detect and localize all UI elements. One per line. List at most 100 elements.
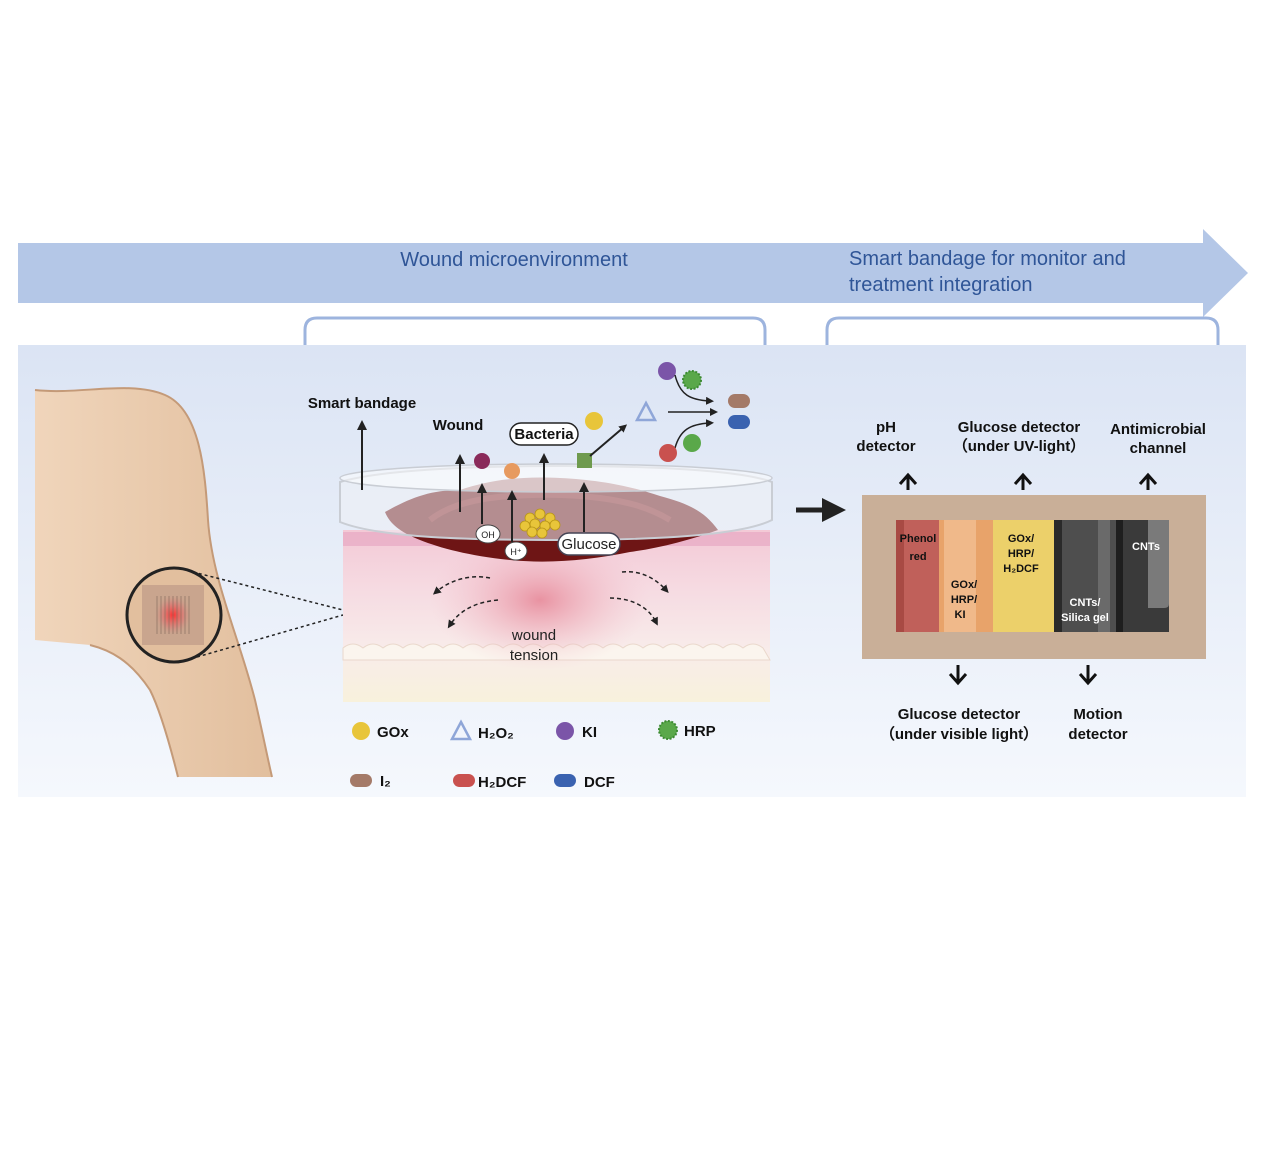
strip-gox-dcf-label-line2: HRP/ — [1008, 548, 1034, 560]
legend: GOx H₂O₂ KI HRP I₂ H₂DCF DCF — [350, 719, 716, 791]
header-banner: Wound microenvironment Smart bandage for… — [18, 229, 1248, 317]
strip-cnts-edge — [1116, 520, 1123, 632]
label-wound-tension-line2: tension — [510, 647, 558, 664]
arrow-to-h2o2 — [589, 424, 628, 457]
strip-cnts-label: CNTs — [1132, 541, 1160, 553]
arm-inner-outline — [89, 644, 179, 778]
h-molecule — [504, 463, 520, 479]
legend-dcf-icon — [554, 774, 576, 787]
gox-molecule-reaction — [585, 412, 603, 430]
arrow-down-motion — [1078, 665, 1098, 686]
hrp-reaction-molecule-top — [682, 370, 702, 390]
transition-arrow-head — [822, 498, 846, 522]
legend-h2dcf-label: H₂DCF — [478, 774, 526, 791]
ki-reaction-molecule — [658, 362, 676, 380]
arrow-down-glucose-visible — [948, 665, 968, 686]
strip-gox-ki-inner — [944, 520, 976, 632]
label-glucose: Glucose — [561, 536, 616, 553]
legend-gox-icon — [352, 722, 370, 740]
label-antimicrobial-line2: channel — [1130, 440, 1187, 457]
glucose-box — [557, 532, 621, 556]
legend-i2-label: I₂ — [380, 773, 391, 790]
legend-h2o2-label: H₂O₂ — [478, 725, 514, 742]
tension-arrow-4 — [609, 597, 658, 626]
label-motion-line2: detector — [1068, 726, 1127, 743]
legend-hrp-label: HRP — [684, 723, 716, 740]
reaction-arrow-bottom — [674, 419, 714, 449]
strip-gox-ki-label-line3: KI — [955, 609, 966, 621]
strip-cnts-shine — [1148, 520, 1169, 608]
strip-phenol-label-line1: Phenol — [900, 533, 937, 545]
strip-gox-dcf-label-line3: H₂DCF — [1003, 563, 1039, 575]
legend-dcf-label: DCF — [584, 774, 615, 791]
legend-gox-label: GOx — [377, 724, 409, 741]
label-glucose-visible-line2: （under visible light） — [880, 725, 1038, 743]
gox-cluster — [519, 508, 561, 539]
banner-left-title: Wound microenvironment — [400, 249, 628, 271]
tension-arrow-3 — [621, 570, 669, 593]
label-ph-line1: pH — [876, 419, 896, 436]
label-ph-line2: detector — [856, 438, 915, 455]
label-antimicrobial-line1: Antimicrobial — [1110, 421, 1206, 438]
strip-cnts-silica-label-line2: Silica gel — [1061, 612, 1109, 624]
glucose-molecule — [577, 453, 592, 468]
smart-bandage-top — [339, 463, 773, 493]
label-oh: OH — [481, 530, 495, 540]
strip-cnts-silica-shine — [1098, 520, 1110, 632]
tension-arrow-2 — [447, 599, 499, 629]
reaction-arrow-top — [674, 374, 714, 405]
oh-bubble — [475, 524, 501, 544]
strip-gox-dcf-label-line1: GOx/ — [1008, 533, 1034, 545]
skin-patch-lines — [156, 596, 190, 634]
arrow-up-glucose-uv — [1013, 472, 1033, 490]
hrp-reaction-molecule-bottom — [683, 434, 701, 452]
h-bubble — [504, 541, 528, 561]
zoom-line-top — [192, 571, 344, 611]
skin-cross-section — [339, 463, 773, 702]
strip-gox-ki-label-line2: HRP/ — [951, 594, 977, 606]
label-smart-bandage: Smart bandage — [308, 395, 416, 412]
wound-glow — [430, 530, 650, 670]
arrow-up-antimicrobial — [1138, 472, 1158, 490]
strip-phenol-label-line2: red — [909, 551, 926, 563]
label-wound-tension-line1: wound — [511, 627, 556, 644]
arm-outline — [34, 387, 273, 778]
arm-illustration — [34, 387, 344, 778]
bacteria-box — [509, 422, 579, 446]
label-glucose-uv-line2: （under UV-light） — [953, 437, 1086, 455]
h2dcf-reaction-molecule — [659, 444, 677, 462]
ki-molecule — [474, 453, 490, 469]
legend-i2-icon — [350, 774, 372, 787]
transition-arrow — [796, 498, 846, 522]
strip-phenol-red-edge — [896, 520, 904, 632]
right-panel-labels: pH detector Glucose detector （under UV-l… — [856, 419, 1206, 743]
strip-gox-ki-label-line1: GOx/ — [951, 579, 977, 591]
left-bracket — [303, 316, 767, 372]
strip-cnts-silica-label-line1: CNTs/ — [1070, 597, 1101, 609]
banner-right-title-line1: Smart bandage for monitor and — [849, 248, 1126, 270]
left-panel-labels: Smart bandage Wound Bacteria OH H⁺ Gluco… — [308, 362, 750, 664]
legend-hrp-icon — [658, 720, 678, 740]
banner-arrow-shape — [18, 229, 1248, 317]
arrow-up-ph — [898, 472, 918, 490]
legend-h2o2-icon — [449, 719, 473, 741]
legend-h2dcf-icon — [453, 774, 475, 787]
i2-product — [728, 394, 750, 408]
smart-bandage-device: Phenol red GOx/ HRP/ KI GOx/ HRP/ H₂DCF … — [862, 495, 1206, 659]
h2o2-reaction-triangle — [634, 400, 658, 422]
dcf-product — [728, 415, 750, 429]
label-h: H⁺ — [510, 547, 521, 557]
label-wound: Wound — [433, 417, 484, 434]
zoom-line-bottom — [196, 614, 344, 658]
label-motion-line1: Motion — [1073, 706, 1122, 723]
tension-arrow-1 — [432, 576, 491, 595]
strip-cnts-silica-edge — [1054, 520, 1062, 632]
label-glucose-visible-line1: Glucose detector — [898, 706, 1021, 723]
right-bracket — [825, 316, 1220, 372]
banner-right-title-line2: treatment integration — [849, 274, 1032, 296]
legend-ki-icon — [556, 722, 574, 740]
label-bacteria: Bacteria — [514, 426, 574, 443]
label-glucose-uv-line1: Glucose detector — [958, 419, 1081, 436]
legend-ki-label: KI — [582, 724, 597, 741]
